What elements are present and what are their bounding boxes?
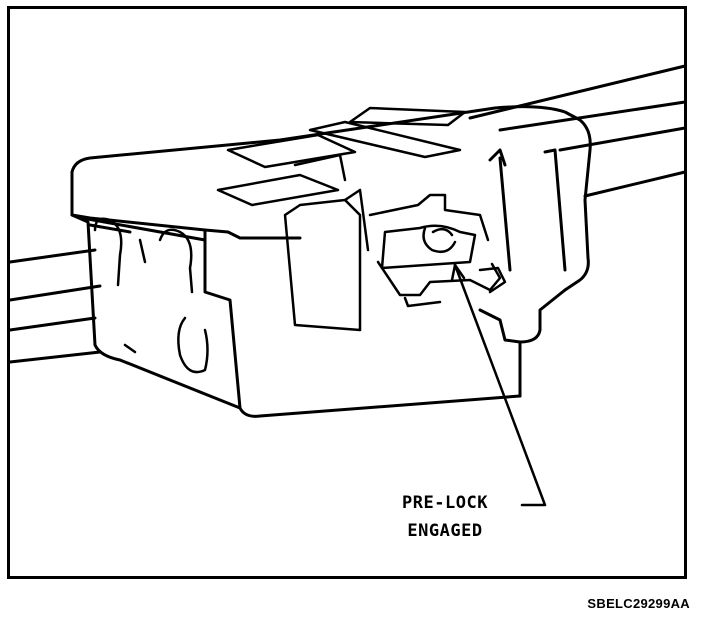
wire-bundle-front: [8, 248, 102, 364]
callout-label-line2: ENGAGED: [407, 521, 483, 541]
figure-frame: [7, 6, 687, 579]
callout-leader: [450, 263, 547, 507]
wire-cavities: [93, 217, 209, 374]
figure-code: SBELC29299AA: [587, 596, 690, 611]
wire-bundle-rear: [468, 64, 687, 198]
callout-label-line1: PRE-LOCK: [402, 493, 488, 513]
lock-tab: [283, 188, 507, 332]
housing-top-windows: [216, 106, 467, 207]
connector-housing: [70, 105, 592, 418]
